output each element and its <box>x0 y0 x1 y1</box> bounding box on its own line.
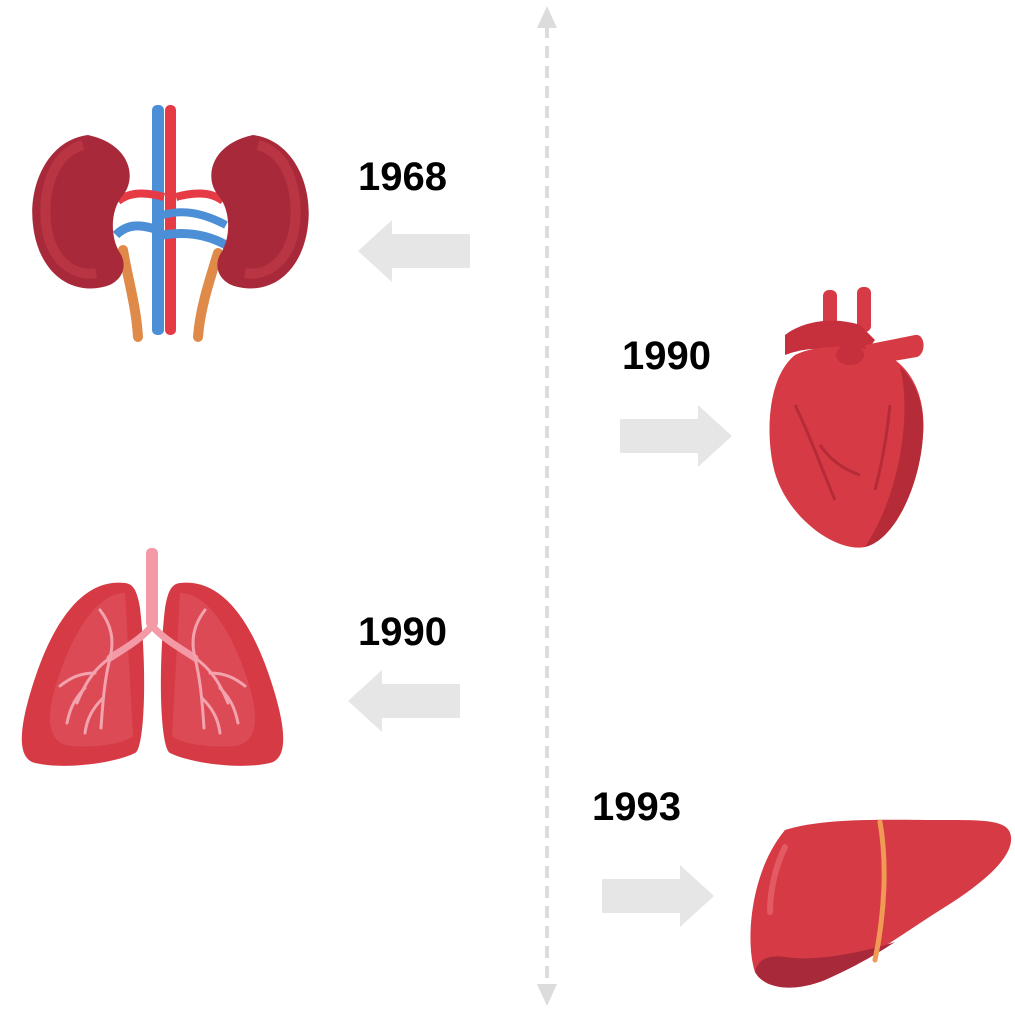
year-label-heart: 1990 <box>622 336 711 376</box>
timeline-axis <box>532 0 562 1011</box>
year-label-lungs: 1990 <box>358 612 447 652</box>
axis-bottom-arrowhead <box>537 984 557 1006</box>
heart-icon <box>765 285 930 555</box>
right-arrow-liver <box>602 865 714 927</box>
lungs-icon <box>15 548 290 773</box>
left-arrow-kidneys <box>358 220 470 282</box>
left-arrow-lungs <box>348 670 460 732</box>
right-arrow-heart <box>620 405 732 467</box>
year-label-liver: 1993 <box>592 787 681 827</box>
kidneys-icon <box>28 105 313 345</box>
year-label-kidneys: 1968 <box>358 157 447 197</box>
axis-top-arrowhead <box>537 6 557 28</box>
liver-icon <box>745 812 1013 992</box>
